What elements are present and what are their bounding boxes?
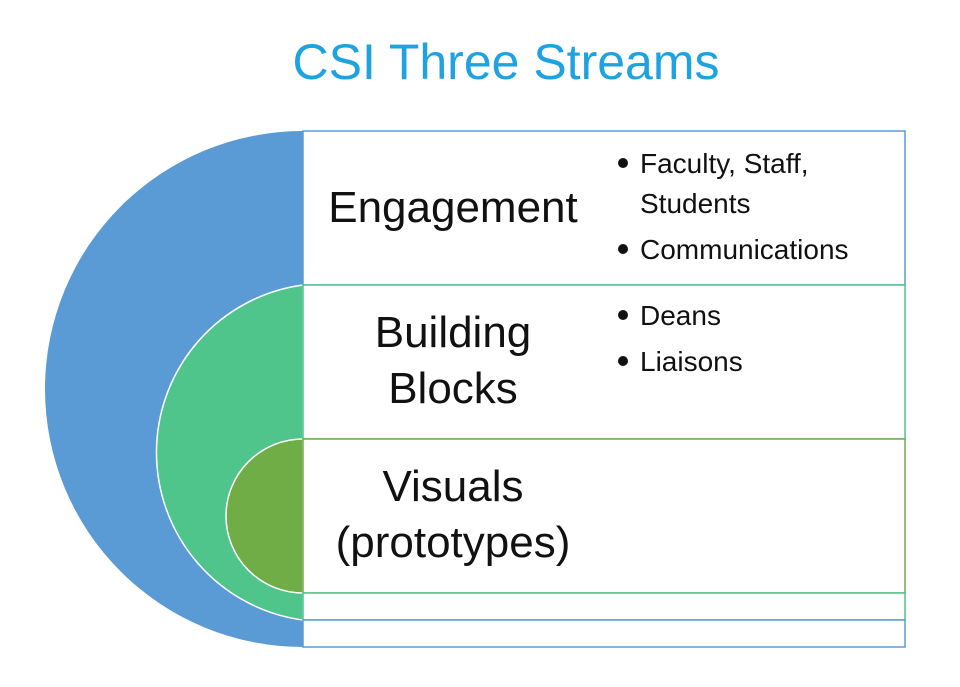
engagement-label-text: Engagement [328, 183, 578, 232]
building-blocks-label-line1: Building [374, 308, 532, 357]
building-blocks-bullet-list: Deans Liaisons [616, 296, 743, 382]
visuals-label: Visuals (prototypes) [303, 459, 603, 571]
bullet-dot [618, 244, 628, 254]
list-item: Faculty, Staff, Students [616, 144, 849, 224]
building-blocks-bullet-2: Liaisons [640, 346, 743, 377]
building-blocks-bullet-1: Deans [640, 300, 721, 331]
engagement-box [302, 130, 906, 286]
visuals-half-circle [225, 438, 304, 594]
list-item: Communications [616, 230, 849, 270]
building-blocks-label: Building Blocks [303, 305, 603, 417]
engagement-label: Engagement [303, 180, 603, 236]
engagement-bullet-list: Faculty, Staff, Students Communications [616, 144, 849, 270]
bullet-dot [618, 310, 628, 320]
bullet-dot [618, 356, 628, 366]
bullet-dot [618, 158, 628, 168]
engagement-bullet-1: Faculty, Staff, Students [640, 148, 809, 219]
engagement-bullet-2: Communications [640, 234, 849, 265]
building-blocks-bottom-strip [302, 592, 906, 621]
engagement-bottom-strip [302, 619, 906, 648]
list-item: Liaisons [616, 342, 743, 382]
building-blocks-label-line2: Blocks [388, 364, 518, 413]
slide-title: CSI Three Streams [292, 34, 720, 90]
list-item: Deans [616, 296, 743, 336]
visuals-label-line1: Visuals [382, 462, 524, 511]
building-blocks-box [302, 284, 906, 440]
visuals-label-line2: (prototypes) [335, 518, 571, 567]
